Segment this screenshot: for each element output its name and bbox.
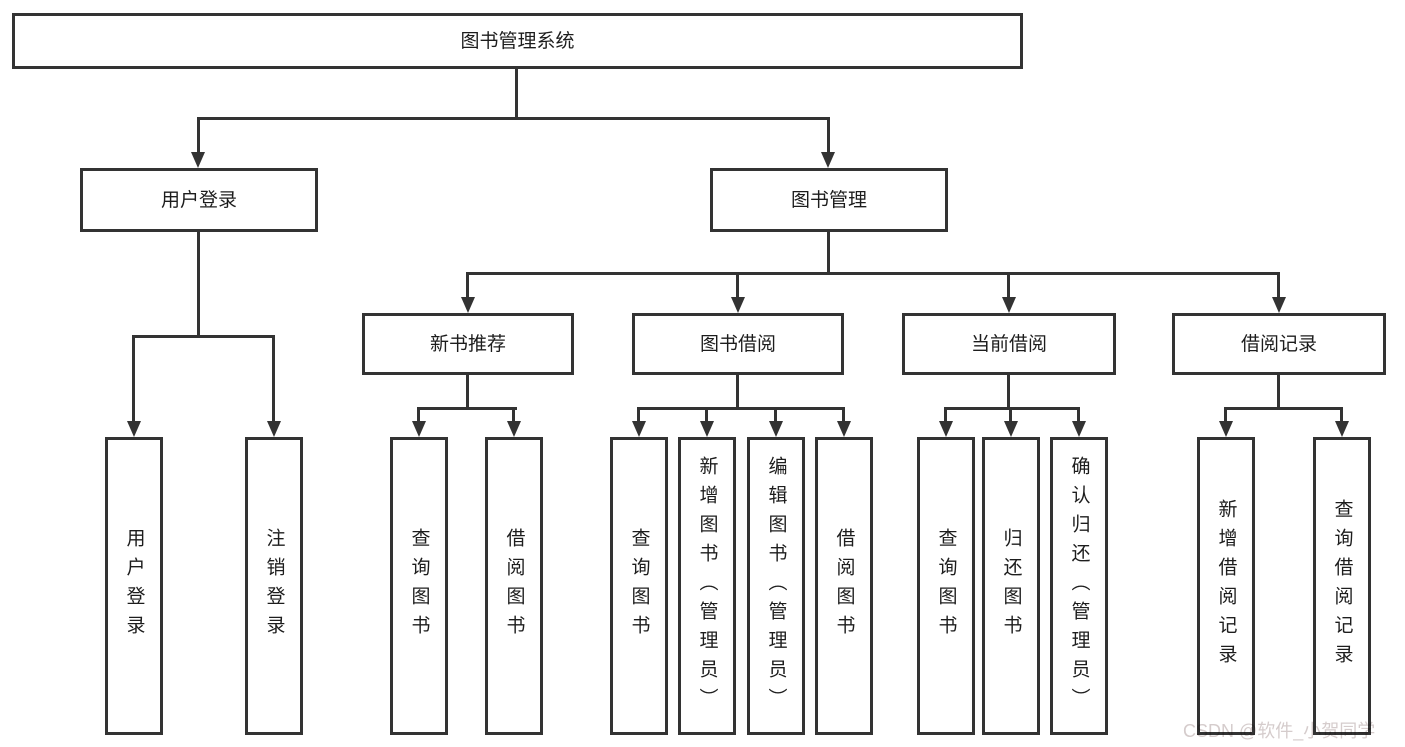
connector-line — [1077, 407, 1080, 423]
leaf-user-login: 用户登录 — [105, 437, 163, 735]
leaf-return-books: 归还图书 — [982, 437, 1040, 735]
leaf-add-book-admin: 新增图书（管理员） — [678, 437, 736, 735]
connector-line — [705, 407, 708, 423]
arrowhead-down-icon — [731, 297, 745, 313]
connector-line — [842, 407, 845, 423]
connector-line — [466, 375, 469, 407]
connector-line — [1009, 407, 1012, 423]
arrowhead-down-icon — [127, 421, 141, 437]
connector-line — [637, 407, 845, 410]
leaf-add-borrow-record: 新增借阅记录 — [1197, 437, 1255, 735]
arrowhead-down-icon — [837, 421, 851, 437]
connector-line — [132, 335, 275, 338]
connector-line — [1277, 375, 1280, 407]
arrowhead-down-icon — [632, 421, 646, 437]
connector-line — [827, 117, 830, 154]
leaf-query-borrow-record: 查询借阅记录 — [1313, 437, 1371, 735]
leaf-borrow-books: 借阅图书 — [485, 437, 543, 735]
node-user-login: 用户登录 — [80, 168, 318, 232]
connector-line — [515, 69, 518, 117]
connector-line — [512, 407, 515, 423]
leaf-query-books: 查询图书 — [917, 437, 975, 735]
connector-line — [417, 407, 517, 410]
arrowhead-down-icon — [191, 152, 205, 168]
node-borrow-records: 借阅记录 — [1172, 313, 1386, 375]
connector-line — [1277, 272, 1280, 300]
arrowhead-down-icon — [461, 297, 475, 313]
watermark: CSDN @软件_小贺同学 — [1183, 721, 1376, 741]
connector-line — [197, 232, 200, 335]
connector-line — [417, 407, 420, 423]
arrowhead-down-icon — [1072, 421, 1086, 437]
leaf-query-books: 查询图书 — [390, 437, 448, 735]
leaf-logout: 注销登录 — [245, 437, 303, 735]
connector-line — [774, 407, 777, 423]
connector-line — [736, 272, 739, 300]
leaf-borrow-books: 借阅图书 — [815, 437, 873, 735]
connector-line — [637, 407, 640, 423]
arrowhead-down-icon — [1002, 297, 1016, 313]
leaf-edit-book-admin: 编辑图书（管理员） — [747, 437, 805, 735]
connector-line — [827, 232, 830, 272]
node-book-management: 图书管理 — [710, 168, 948, 232]
arrowhead-down-icon — [507, 421, 521, 437]
connector-line — [736, 375, 739, 407]
node-new-book-recommend: 新书推荐 — [362, 313, 574, 375]
connector-line — [197, 117, 200, 154]
arrowhead-down-icon — [412, 421, 426, 437]
arrowhead-down-icon — [267, 421, 281, 437]
node-library-system: 图书管理系统 — [12, 13, 1023, 69]
connector-line — [1007, 375, 1010, 407]
leaf-query-books: 查询图书 — [610, 437, 668, 735]
leaf-confirm-return-admin: 确认归还（管理员） — [1050, 437, 1108, 735]
arrowhead-down-icon — [769, 421, 783, 437]
connector-line — [272, 335, 275, 423]
connector-line — [466, 272, 469, 300]
node-book-borrowing: 图书借阅 — [632, 313, 844, 375]
connector-line — [466, 272, 1280, 275]
arrowhead-down-icon — [1004, 421, 1018, 437]
arrowhead-down-icon — [939, 421, 953, 437]
node-current-borrowing: 当前借阅 — [902, 313, 1116, 375]
connector-line — [1224, 407, 1343, 410]
connector-line — [944, 407, 947, 423]
arrowhead-down-icon — [1272, 297, 1286, 313]
connector-line — [132, 335, 135, 423]
arrowhead-down-icon — [1335, 421, 1349, 437]
connector-line — [1340, 407, 1343, 423]
connector-line — [197, 117, 830, 120]
arrowhead-down-icon — [700, 421, 714, 437]
connector-line — [1224, 407, 1227, 423]
arrowhead-down-icon — [821, 152, 835, 168]
arrowhead-down-icon — [1219, 421, 1233, 437]
connector-line — [1007, 272, 1010, 300]
connector-line — [944, 407, 1080, 410]
